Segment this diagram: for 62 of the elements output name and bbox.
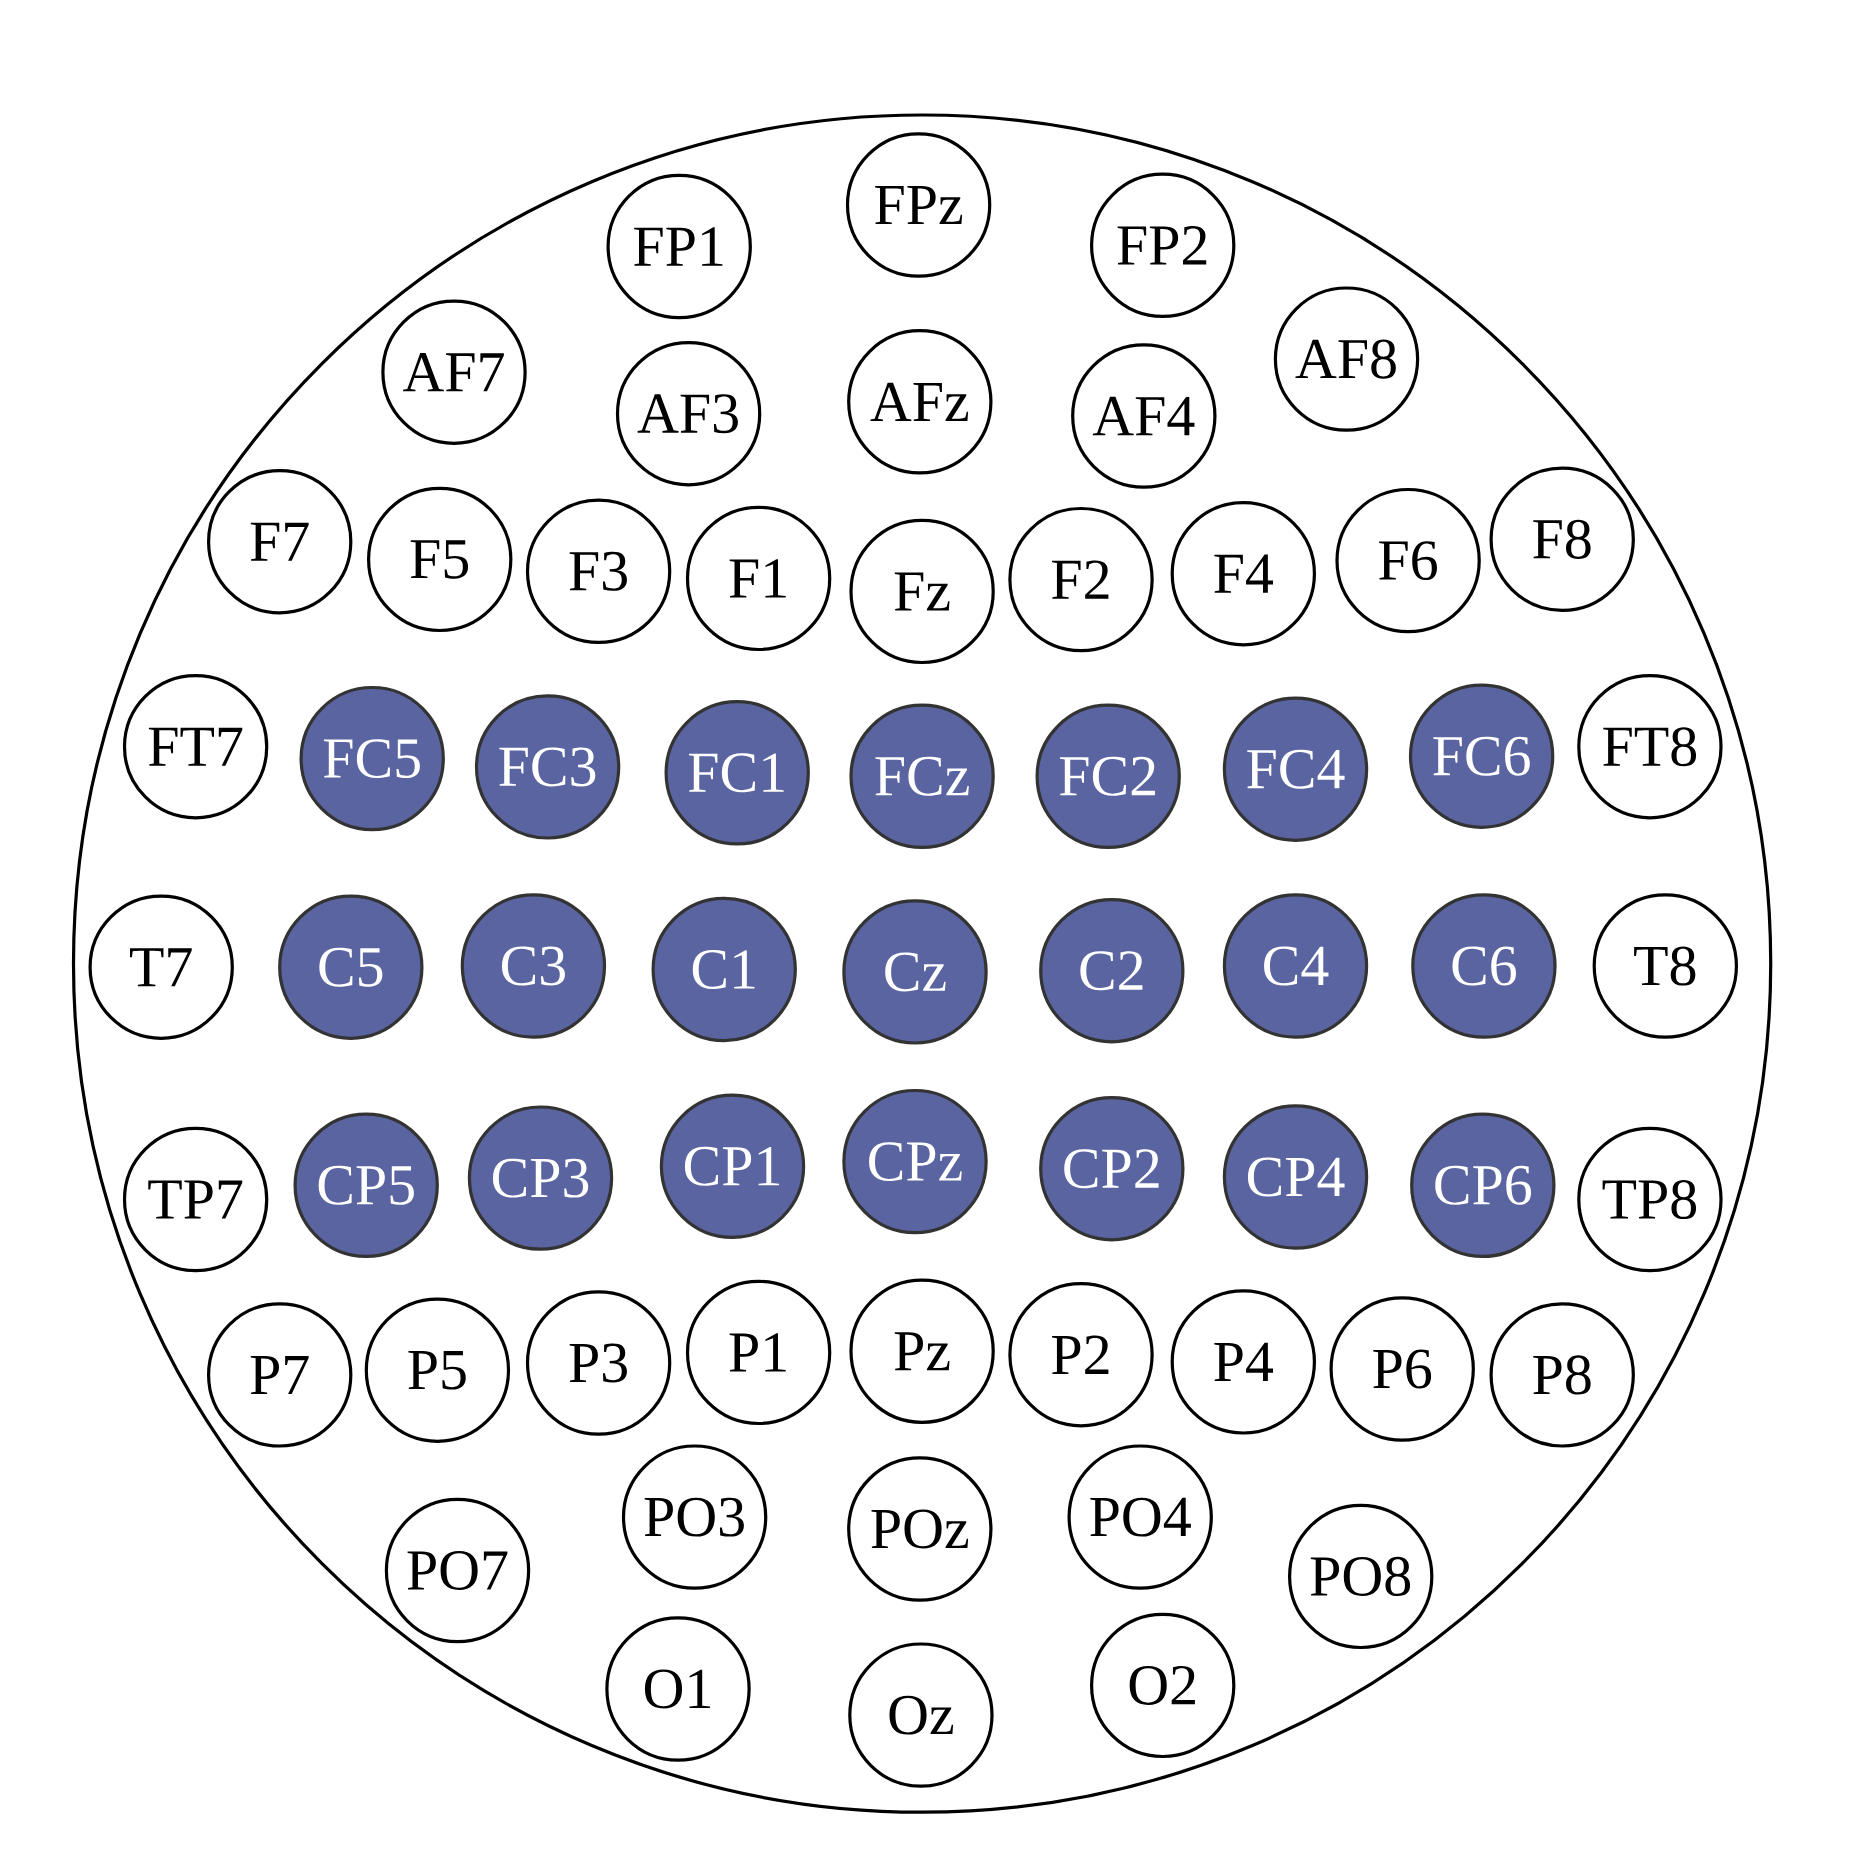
filled-electrode: CPz xyxy=(842,1088,988,1235)
electrode: AF8 xyxy=(1273,286,1420,432)
electrode: F1 xyxy=(685,505,832,652)
filled-electrode: C4 xyxy=(1222,893,1369,1039)
electrode: POz xyxy=(847,1456,993,1602)
electrode: FP2 xyxy=(1090,172,1236,318)
electrode: AF3 xyxy=(615,341,762,487)
electrode: FT7 xyxy=(122,674,269,820)
filled-electrode: C1 xyxy=(651,896,797,1043)
electrode: P7 xyxy=(207,1302,353,1448)
electrode: F5 xyxy=(367,486,513,633)
electrode: F2 xyxy=(1008,506,1154,653)
electrode: TP8 xyxy=(1577,1126,1723,1273)
filled-electrode: C6 xyxy=(1411,893,1557,1039)
electrode: F7 xyxy=(207,469,353,615)
electrode: P2 xyxy=(1008,1282,1154,1428)
electrode: FPz xyxy=(845,132,992,278)
filled-electrode: Cz xyxy=(842,899,988,1045)
electrode: FP1 xyxy=(606,173,752,320)
electrode: F8 xyxy=(1489,466,1635,612)
electrode: PO3 xyxy=(621,1444,768,1590)
electrode: FT8 xyxy=(1577,674,1723,820)
filled-electrode: CP4 xyxy=(1222,1104,1369,1250)
filled-electrode: C5 xyxy=(278,894,424,1040)
electrode: T8 xyxy=(1592,893,1738,1039)
filled-electrode: FC2 xyxy=(1035,703,1181,849)
filled-electrode: C3 xyxy=(460,893,607,1039)
electrode: TP7 xyxy=(122,1126,269,1273)
filled-electrode: FC1 xyxy=(664,700,810,846)
electrode: P6 xyxy=(1329,1296,1475,1442)
electrode: PO8 xyxy=(1288,1503,1434,1650)
electrode: P3 xyxy=(525,1290,672,1436)
electrode: AF7 xyxy=(381,299,527,445)
filled-electrode: CP6 xyxy=(1410,1112,1556,1258)
electrode: F3 xyxy=(525,498,672,644)
electrode: AF4 xyxy=(1071,343,1217,489)
filled-electrode: FCz xyxy=(849,703,995,849)
filled-electrode: FC6 xyxy=(1408,683,1555,829)
filled-electrode: C2 xyxy=(1039,898,1185,1044)
electrode: P8 xyxy=(1489,1302,1635,1448)
electrode: P1 xyxy=(685,1279,832,1426)
electrode: Fz xyxy=(849,518,995,665)
filled-electrode: CP2 xyxy=(1039,1096,1185,1242)
electrode: O1 xyxy=(605,1616,751,1762)
head-outline xyxy=(71,113,1773,1814)
electrode: PO4 xyxy=(1067,1444,1213,1590)
filled-electrode: CP1 xyxy=(659,1093,806,1239)
electrode: PO7 xyxy=(384,1497,531,1644)
electrode: F4 xyxy=(1170,501,1316,647)
filled-electrode: CP5 xyxy=(293,1112,439,1258)
electrode: P5 xyxy=(364,1297,511,1443)
electrode: Pz xyxy=(849,1278,995,1424)
electrode: T7 xyxy=(88,894,234,1040)
electrode: P4 xyxy=(1170,1289,1316,1435)
filled-electrode: FC4 xyxy=(1222,696,1369,842)
electrode: F6 xyxy=(1335,487,1481,634)
electrode: O2 xyxy=(1090,1612,1236,1759)
electrode: Oz xyxy=(848,1642,994,1788)
filled-electrode: CP3 xyxy=(467,1105,614,1251)
filled-electrode: FC3 xyxy=(474,694,621,840)
filled-electrode: FC5 xyxy=(299,685,445,832)
electrode: AFz xyxy=(847,329,993,475)
